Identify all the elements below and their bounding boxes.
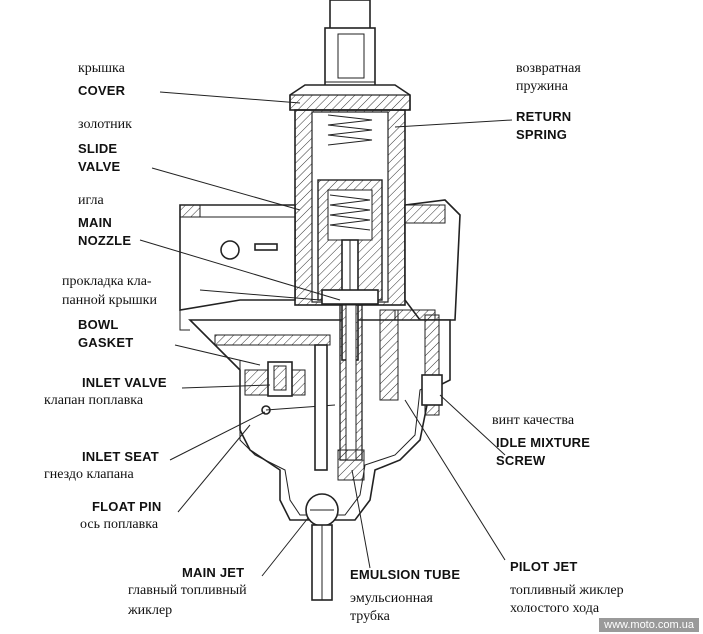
label-gasket-ru-1: прокладка кла- — [62, 274, 152, 289]
label-main-jet-ru-2: жиклер — [128, 603, 173, 618]
inlet-valve-part — [261, 361, 336, 415]
label-inlet-valve-en: INLET VALVE — [82, 375, 167, 390]
label-float-pin-en: FLOAT PIN — [92, 499, 162, 514]
label-needle-ru: игла — [78, 193, 104, 208]
needle-part — [321, 239, 379, 481]
label-pilot-ru-2: холостого хода — [510, 601, 600, 616]
label-gasket-en-1: BOWL — [78, 317, 119, 332]
label-main-jet-en: MAIN JET — [182, 565, 245, 580]
return-spring-part — [327, 114, 373, 146]
label-inlet-seat-ru: гнездо клапана — [44, 467, 134, 482]
label-nozzle-en-2: NOZZLE — [78, 233, 132, 248]
label-main-jet-ru-1: главный топливный — [128, 583, 247, 598]
label-return-ru-1: возвратная — [516, 61, 581, 76]
label-idle-ru: винт качества — [492, 413, 575, 428]
label-emulsion-ru-2: трубка — [350, 609, 390, 624]
label-idle-en-2: SCREW — [496, 453, 546, 468]
label-inlet-seat-en: INLET SEAT — [82, 449, 159, 464]
label-slide-en-2: VALVE — [78, 159, 121, 174]
label-pilot-en: PILOT JET — [510, 559, 578, 574]
label-slide-ru: золотник — [78, 117, 132, 132]
venturi-body — [179, 199, 461, 331]
cover-part — [289, 84, 411, 111]
label-emulsion-en: EMULSION TUBE — [350, 567, 461, 582]
float-part — [305, 344, 339, 601]
label-return-en-1: RETURN — [516, 109, 572, 124]
label-emulsion-ru-1: эмульсионная — [350, 591, 433, 606]
label-float-pin-ru: ось поплавка — [80, 517, 159, 532]
leader-lines — [139, 91, 513, 577]
label-cover-ru: крышка — [78, 61, 125, 76]
pilot-jet-part — [379, 309, 443, 416]
label-pilot-ru-1: топливный жиклер — [510, 583, 624, 598]
label-cover-en: COVER — [78, 83, 126, 98]
label-return-en-2: SPRING — [516, 127, 568, 142]
watermark: www.moto.com.ua — [599, 618, 699, 632]
label-return-ru-2: пружина — [516, 79, 568, 94]
cable-cap — [324, 0, 376, 89]
label-idle-en-1: IDLE MIXTURE — [496, 435, 591, 450]
label-slide-en-1: SLIDE — [78, 141, 118, 156]
label-inlet-valve-ru: клапан поплавка — [44, 393, 144, 408]
label-nozzle-en-1: MAIN — [78, 215, 113, 230]
label-gasket-en-2: GASKET — [78, 335, 134, 350]
label-gasket-ru-2: панной крышки — [62, 293, 157, 308]
